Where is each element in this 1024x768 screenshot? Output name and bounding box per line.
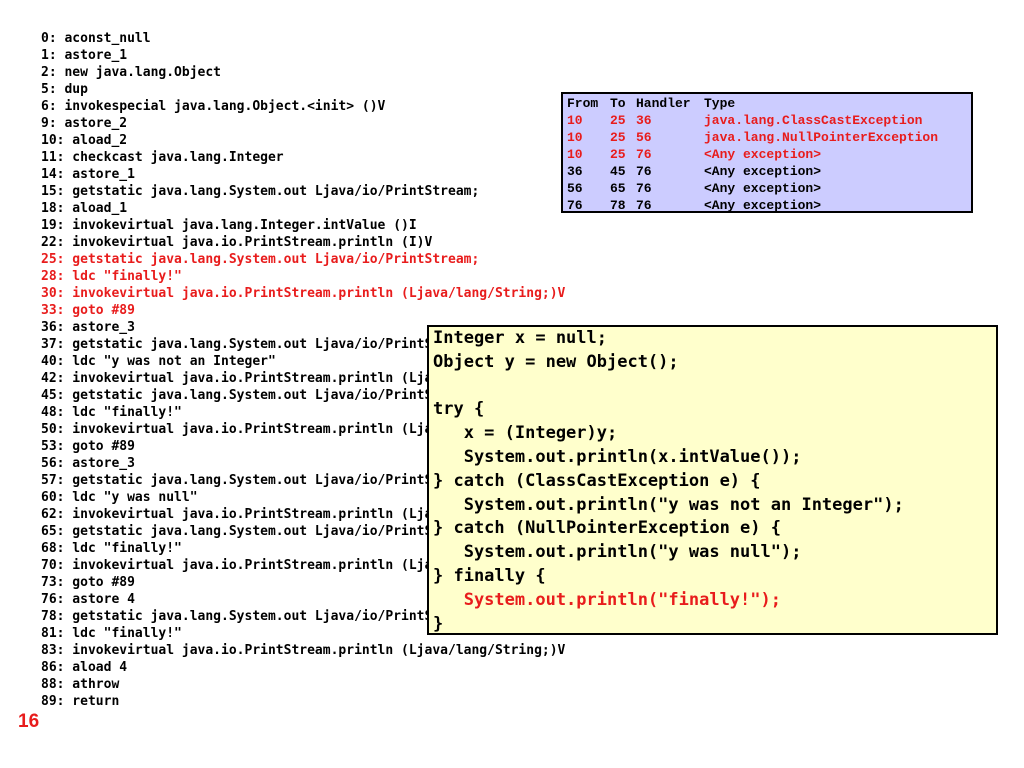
bytecode-line: 18: aload_1 [41,201,128,216]
cell-to: 25 [610,130,626,145]
cell-handler: 76 [636,164,652,179]
exception-table-row: 36 45 76 <Any exception> [567,163,971,180]
bytecode-line: 81: ldc "finally!" [41,626,182,641]
bytecode-line: 60: ldc "y was null" [41,490,198,505]
bytecode-line: 14: astore_1 [41,167,135,182]
exception-table-row: 56 65 76 <Any exception> [567,180,971,197]
cell-type: java.lang.ClassCastException [704,113,923,128]
bytecode-line: 86: aload 4 [41,660,128,675]
source-line: } catch (ClassCastException e) { [433,470,761,491]
header-from: From [567,96,599,111]
exception-table-body: 10 25 36 java.lang.ClassCastException 10 25 56… [567,112,971,214]
cell-from: 76 [567,198,583,213]
cell-type: <Any exception> [704,198,822,213]
bytecode-line: 1: astore_1 [41,48,128,63]
bytecode-line: 78: getstatic java.lang.System.out Ljava… [41,609,480,624]
source-line: } finally { [433,565,546,586]
bytecode-line: 73: goto #89 [41,575,135,590]
bytecode-line: 53: goto #89 [41,439,135,454]
cell-handler: 36 [636,113,652,128]
bytecode-line: 76: astore 4 [41,592,135,607]
bytecode-line: 10: aload_2 [41,133,128,148]
source-line: Object y = new Object(); [433,351,679,372]
bytecode-line: 83: invokevirtual java.io.PrintStream.pr… [41,643,566,658]
bytecode-line: 22: invokevirtual java.io.PrintStream.pr… [41,235,433,250]
header-handler: Handler [636,96,691,111]
cell-to: 78 [610,198,626,213]
exception-table-row: 10 25 76 <Any exception> [567,146,971,163]
source-line: try { [433,399,485,420]
bytecode-line: 40: ldc "y was not an Integer" [41,354,276,369]
cell-handler: 76 [636,198,652,213]
cell-from: 10 [567,130,583,145]
source-line [433,375,996,399]
cell-type: <Any exception> [704,181,822,196]
source-line: Integer x = null; [433,328,607,348]
source-line: System.out.println("y was not an Integer… [433,494,904,515]
cell-to: 25 [610,147,626,162]
source-line: x = (Integer)y; [433,423,618,444]
bytecode-line: 36: astore_3 [41,320,135,335]
bytecode-line: 88: athrow [41,677,120,692]
cell-to: 25 [610,113,626,128]
cell-handler: 76 [636,147,652,162]
bytecode-line: 68: ldc "finally!" [41,541,182,556]
exception-table-row: 10 25 36 java.lang.ClassCastException [567,112,971,129]
bytecode-line: 15: getstatic java.lang.System.out Ljava… [41,184,480,199]
cell-type: <Any exception> [704,147,822,162]
bytecode-line: 33: goto #89 [41,303,135,318]
bytecode-line: 30: invokevirtual java.io.PrintStream.pr… [41,286,566,301]
bytecode-line: 57: getstatic java.lang.System.out Ljava… [41,473,480,488]
cell-handler: 76 [636,181,652,196]
exception-table-row: 76 78 76 <Any exception> [567,197,971,214]
bytecode-line: 5: dup [41,82,88,97]
header-to: To [610,96,626,111]
bytecode-line: 9: astore_2 [41,116,128,131]
cell-from: 36 [567,164,583,179]
bytecode-line: 56: astore_3 [41,456,135,471]
cell-from: 10 [567,113,583,128]
bytecode-line: 19: invokevirtual java.lang.Integer.intV… [41,218,417,233]
cell-type: java.lang.NullPointerException [704,130,939,145]
cell-to: 65 [610,181,626,196]
cell-from: 10 [567,147,583,162]
source-line: System.out.println(x.intValue()); [433,446,802,467]
bytecode-line: 89: return [41,694,120,709]
bytecode-line: 25: getstatic java.lang.System.out Ljava… [41,252,480,267]
cell-from: 56 [567,181,583,196]
exception-table-header: From To Handler Type [567,95,971,112]
exception-table: From To Handler Type 10 25 36 java.lang.Cla… [561,92,973,213]
bytecode-line: 11: checkcast java.lang.Integer [41,150,284,165]
bytecode-line: 28: ldc "finally!" [41,269,182,284]
bytecode-line: 48: ldc "finally!" [41,405,182,420]
bytecode-line: 6: invokespecial java.lang.Object.<init>… [41,99,386,114]
source-line: System.out.println("finally!"); [433,589,781,610]
exception-table-row: 10 25 56 java.lang.NullPointerException [567,129,971,146]
source-line: } [433,613,444,634]
bytecode-line: 2: new java.lang.Object [41,65,222,80]
java-source-box: Integer x = null; Object y = new Object()… [427,325,998,635]
cell-type: <Any exception> [704,164,822,179]
cell-handler: 56 [636,130,652,145]
page-number: 16 [18,711,40,732]
source-line: } catch (NullPointerException e) { [433,518,781,539]
source-line: System.out.println("y was null"); [433,542,802,563]
cell-to: 45 [610,164,626,179]
bytecode-line: 0: aconst_null [41,31,151,46]
header-type: Type [704,96,736,111]
